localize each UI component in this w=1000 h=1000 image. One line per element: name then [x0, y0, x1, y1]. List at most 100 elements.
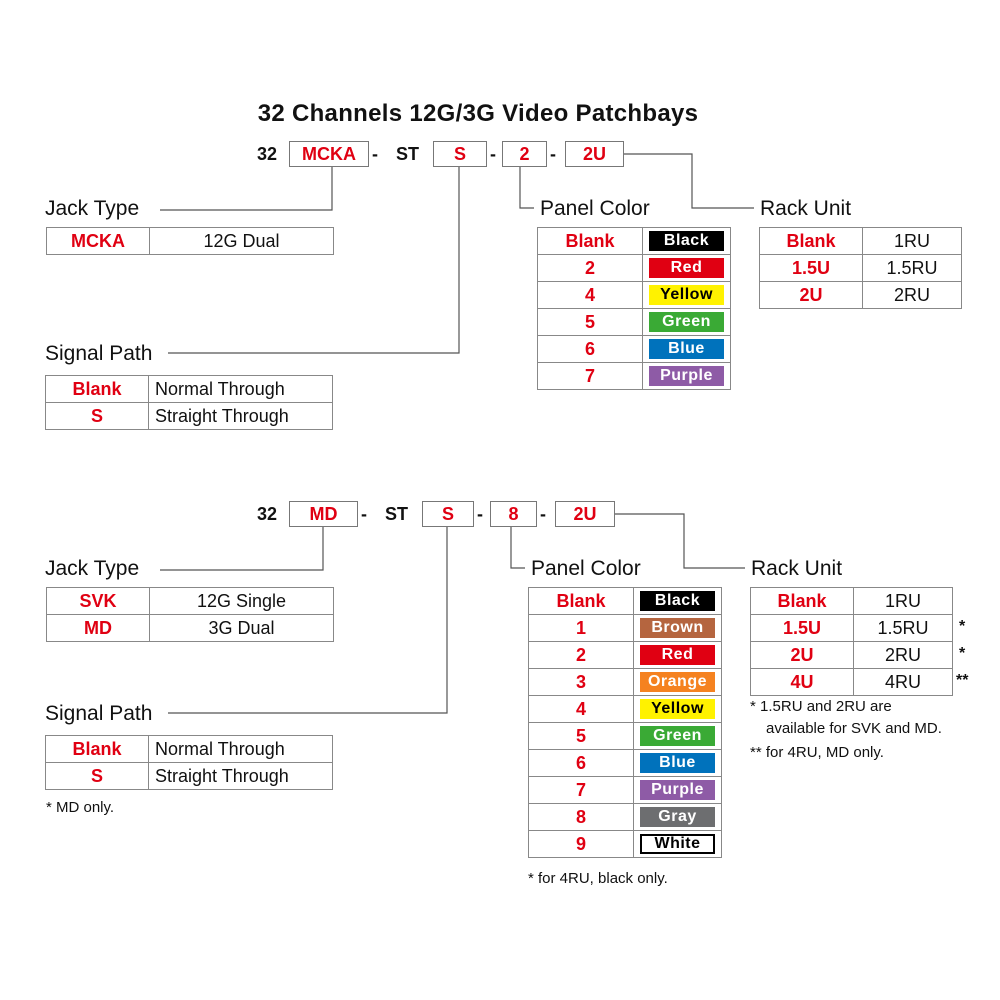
signal-code: S: [45, 762, 149, 790]
jack-type-label: Jack Type: [45, 196, 146, 222]
jack-code: MD: [46, 614, 150, 642]
panel-code: 9: [528, 830, 634, 858]
jack-type-table: SVK 12G Single MD 3G Dual: [46, 587, 334, 642]
part-st: ST: [396, 144, 420, 164]
table-row: S Straight Through: [45, 402, 333, 430]
page-title: 32 Channels 12G/3G Video Patchbays: [257, 100, 699, 127]
part-box-rack: 2U: [565, 141, 624, 167]
panel-code: 4: [537, 281, 643, 309]
rack-code: 1.5U: [750, 614, 854, 642]
rack-code: Blank: [750, 587, 854, 615]
rack-unit-label: Rack Unit: [754, 196, 858, 222]
signal-value: Straight Through: [148, 402, 333, 430]
jack-value: 3G Dual: [149, 614, 334, 642]
part-box-jack: MCKA: [289, 141, 369, 167]
part-box-path: S: [422, 501, 474, 527]
jack-type-table: MCKA 12G Dual: [46, 227, 334, 255]
signal-code: Blank: [45, 735, 149, 763]
rack-value: 4RU: [853, 668, 953, 696]
rack-note-2: available for SVK and MD.: [766, 720, 942, 737]
part-box-rack: 2U: [555, 501, 615, 527]
part-st: ST: [385, 504, 409, 524]
rack-value: 2RU: [862, 281, 962, 309]
part-prefix: 32: [257, 144, 278, 164]
table-row: MCKA 12G Dual: [46, 227, 334, 255]
signal-path-note: * MD only.: [46, 799, 115, 816]
color-swatch: Green: [640, 726, 715, 746]
jack-value: 12G Single: [149, 587, 334, 615]
color-swatch: Yellow: [649, 285, 724, 305]
color-swatch: Purple: [640, 780, 715, 800]
signal-path-label: Signal Path: [45, 341, 159, 367]
rack-note-1: * 1.5RU and 2RU are: [750, 698, 892, 715]
table-row: Blank Normal Through: [45, 735, 333, 763]
table-row: S Straight Through: [45, 762, 333, 790]
color-swatch: Black: [649, 231, 724, 251]
panel-code: Blank: [528, 587, 634, 615]
table-row: Blank Normal Through: [45, 375, 333, 403]
table-row: 4 Yellow: [537, 281, 731, 309]
rack-note-3: ** for 4RU, MD only.: [750, 744, 884, 761]
part-box-path: S: [433, 141, 487, 167]
rack-value: 2RU: [853, 641, 953, 669]
table-row: 9 White: [528, 830, 722, 858]
part-dash: -: [361, 504, 367, 524]
rack-code: 1.5U: [759, 254, 863, 282]
panel-code: 5: [528, 722, 634, 750]
color-swatch: Brown: [640, 618, 715, 638]
signal-value: Normal Through: [148, 375, 333, 403]
rack-code: 2U: [759, 281, 863, 309]
color-swatch: Orange: [640, 672, 715, 692]
part-prefix: 32: [257, 504, 278, 524]
jack-code: SVK: [46, 587, 150, 615]
panel-color-label: Panel Color: [525, 556, 647, 582]
rack-value: 1.5RU: [862, 254, 962, 282]
rack-value: 1RU: [862, 227, 962, 255]
rack-value: 1.5RU: [853, 614, 953, 642]
color-swatch: Blue: [640, 753, 715, 773]
part-dash: -: [550, 144, 556, 164]
color-swatch: Blue: [649, 339, 724, 359]
signal-code: S: [45, 402, 149, 430]
table-row: 1 Brown: [528, 614, 722, 642]
color-swatch: White: [640, 834, 715, 854]
rack-code: 2U: [750, 641, 854, 669]
rack-value: 1RU: [853, 587, 953, 615]
panel-code: Blank: [537, 227, 643, 255]
jack-value: 12G Dual: [149, 227, 334, 255]
rack-footnote-mark: **: [956, 672, 969, 689]
signal-path-table: Blank Normal Through S Straight Through: [45, 375, 333, 430]
panel-code: 1: [528, 614, 634, 642]
signal-path-label: Signal Path: [45, 701, 159, 727]
table-row: MD 3G Dual: [46, 614, 334, 642]
part-dash: -: [477, 504, 483, 524]
part-box-color: 8: [490, 501, 537, 527]
panel-code: 2: [537, 254, 643, 282]
panel-color-note: * for 4RU, black only.: [528, 870, 668, 887]
jack-type-label: Jack Type: [45, 556, 146, 582]
jack-code: MCKA: [46, 227, 150, 255]
color-swatch: Gray: [640, 807, 715, 827]
panel-code: 2: [528, 641, 634, 669]
panel-code: 7: [537, 362, 643, 390]
jack-type-connector: [160, 166, 333, 211]
part-dash: -: [372, 144, 378, 164]
table-row: SVK 12G Single: [46, 587, 334, 615]
